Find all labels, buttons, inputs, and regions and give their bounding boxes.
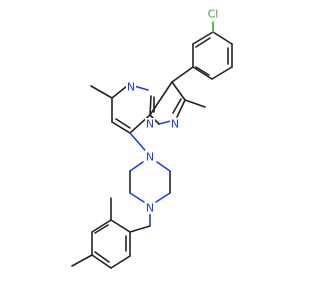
pyrimidine-methyl-bond: [90, 85, 113, 99]
chlorine-atom-label: Cl: [208, 8, 219, 21]
dimethylphenyl-ring: [91, 219, 131, 269]
molecule-structure-diagram: Cl N N N N N: [71, 7, 233, 269]
pyrazole-ring: [149, 81, 186, 125]
pyrimidine-nitrogen-label: N: [127, 81, 135, 94]
bridgehead-nitrogen-label: N: [146, 118, 154, 131]
pyrimidine-ring: [111, 85, 155, 134]
para-methyl-bond: [71, 254, 93, 267]
piperazine-nitrogen-bottom-label: N: [146, 202, 154, 215]
chlorophenyl-ring: [192, 31, 233, 80]
piperazine-nitrogen-top-label: N: [146, 151, 154, 164]
pyrazole-nitrogen-label: N: [171, 118, 179, 131]
ch2-aryl-bond: [129, 225, 151, 233]
atom-labels: Cl N N N N N: [126, 7, 223, 215]
pyrazole-methyl-bond: [184, 99, 206, 108]
piperazine-ring: [129, 161, 171, 203]
phenyl-pyrazole-bond: [171, 66, 194, 83]
